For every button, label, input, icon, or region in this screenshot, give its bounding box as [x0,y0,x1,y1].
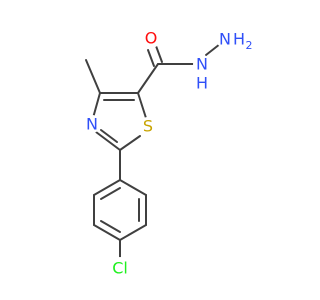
bond-s-c2 [119,135,141,151]
bond-ph-6 [93,179,121,196]
bond-ph-3 [119,224,147,241]
bond-nh-nh2 [205,43,221,56]
bond-ph-4 [93,224,121,241]
amine-h-label: H [233,30,245,49]
amide-h-label: H [196,74,208,93]
atom-labels: O N H N H 2 N S Cl [83,28,253,279]
chlorine-label: Cl [112,259,128,278]
oxygen-label: O [145,29,158,48]
amide-n-label: N [196,55,208,74]
bonds [85,43,221,259]
molecule-canvas: O N H N H 2 N S Cl [83,28,253,279]
n-amide-halo [193,55,211,73]
ring-n-halo [83,115,101,133]
ring-s-label: S [143,117,153,136]
n-amine-halo [216,30,234,48]
bond-n-c4 [92,92,101,119]
bond-c-o-2 [147,49,155,67]
bond-c5-s [137,92,147,119]
cl-halo [109,257,131,279]
bond-c2-n [95,131,121,151]
ring-s-halo [139,117,157,135]
bond-ph-1 [119,179,147,196]
o-halo [141,28,161,48]
bond-c4-methyl [85,59,101,94]
bond-c-o-1 [155,45,163,63]
bond-c2-n-inner [100,129,118,143]
bond-c5-carbonyl [137,63,159,94]
amine-h-subscript: 2 [246,39,253,52]
amine-n-label: N [219,30,231,49]
ring-n-label: N [86,115,98,134]
bond-ph-6-inner [100,187,121,200]
molecule-structure: O N H N H 2 N S Cl [83,28,253,279]
bond-ph-4-inner [100,220,121,233]
